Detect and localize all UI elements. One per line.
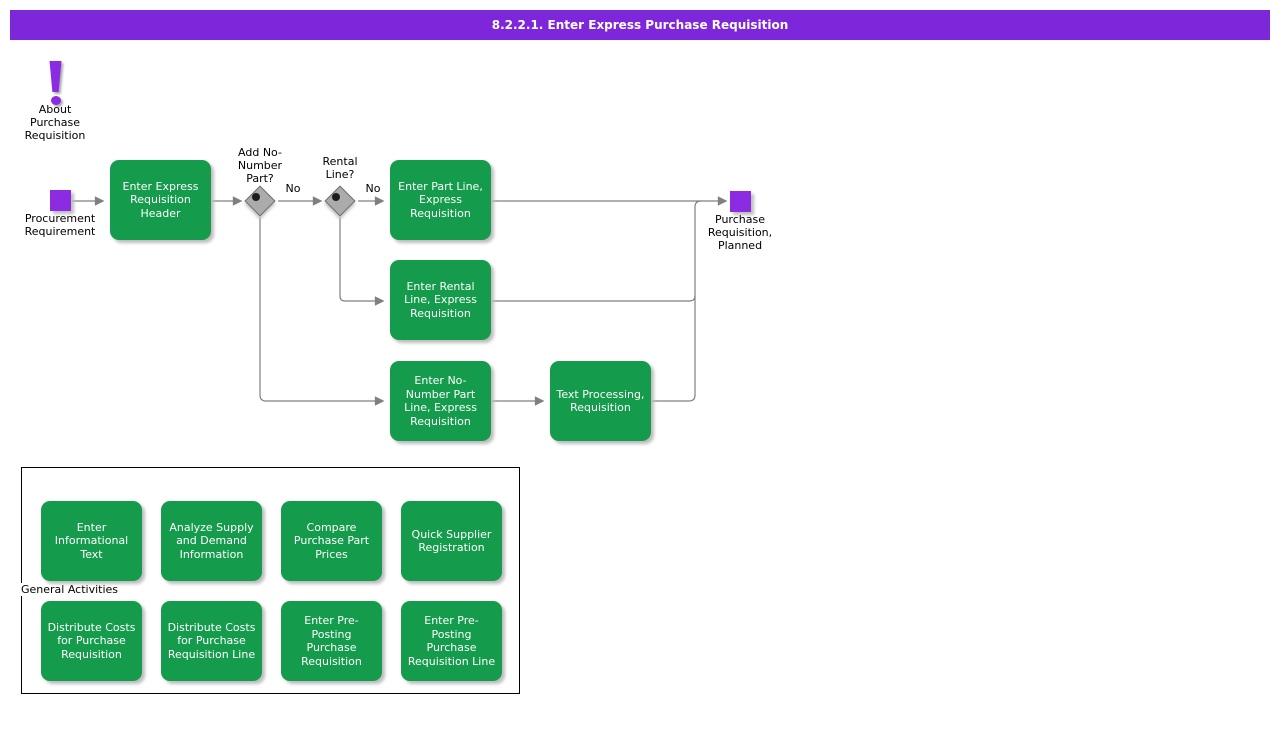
task-text-processing-requisition[interactable]: Text Processing, Requisition (550, 361, 651, 441)
start-event-procurement-requirement[interactable] (50, 190, 71, 211)
exclamation-bar (49, 61, 62, 92)
task-enter-part-line-express-requisition[interactable]: Enter Part Line, Express Requisition (390, 160, 491, 240)
task-enter-informational-text[interactable]: Enter Informational Text (41, 501, 142, 581)
task-enter-no-number-part-line-express-requisition[interactable]: Enter No- Number Part Line, Express Requ… (390, 361, 491, 441)
exclamation-icon[interactable] (44, 58, 70, 108)
decision1-label: Add No- Number Part? (237, 146, 283, 185)
about-label: About Purchase Requisition (24, 103, 86, 142)
connector-decision2-to-rentalline (339, 217, 385, 306)
task-enter-express-requisition-header[interactable]: Enter Express Requisition Header (110, 160, 211, 240)
connector-textproc-merge (651, 394, 696, 402)
task-quick-supplier-registration[interactable]: Quick Supplier Registration (401, 501, 502, 581)
task-enter-pre-posting-purchase-requisition[interactable]: Enter Pre- Posting Purchase Requisition (281, 601, 382, 681)
task-distribute-costs-for-purchase-requisition-line[interactable]: Distribute Costs for Purchase Requisitio… (161, 601, 262, 681)
decision1-no-branch-label: No (285, 182, 301, 195)
exclamation-dot (51, 96, 61, 105)
connector-decision1-to-nonumber (259, 217, 385, 406)
general-activities-group: General Activities Enter Informational T… (21, 467, 520, 694)
task-enter-rental-line-express-requisition[interactable]: Enter Rental Line, Express Requisition (390, 260, 491, 340)
title-bar: 8.2.2.1. Enter Express Purchase Requisit… (10, 10, 1270, 40)
task-distribute-costs-for-purchase-requisition[interactable]: Distribute Costs for Purchase Requisitio… (41, 601, 142, 681)
end-event-purchase-requisition-planned[interactable] (730, 191, 751, 212)
end-event-label: Purchase Requisition, Planned (707, 213, 773, 252)
decision2-label: Rental Line? (322, 155, 358, 181)
start-event-label: Procurement Requirement (24, 212, 96, 238)
task-analyze-supply-and-demand-information[interactable]: Analyze Supply and Demand Information (161, 501, 262, 581)
connector-rentalline-merge (491, 295, 696, 302)
decision2-no-branch-label: No (365, 182, 381, 195)
general-activities-group-label: General Activities (21, 583, 122, 596)
task-compare-purchase-part-prices[interactable]: Compare Purchase Part Prices (281, 501, 382, 581)
task-enter-pre-posting-purchase-requisition-line[interactable]: Enter Pre- Posting Purchase Requisition … (401, 601, 502, 681)
connector-merge-vertical (694, 200, 702, 396)
